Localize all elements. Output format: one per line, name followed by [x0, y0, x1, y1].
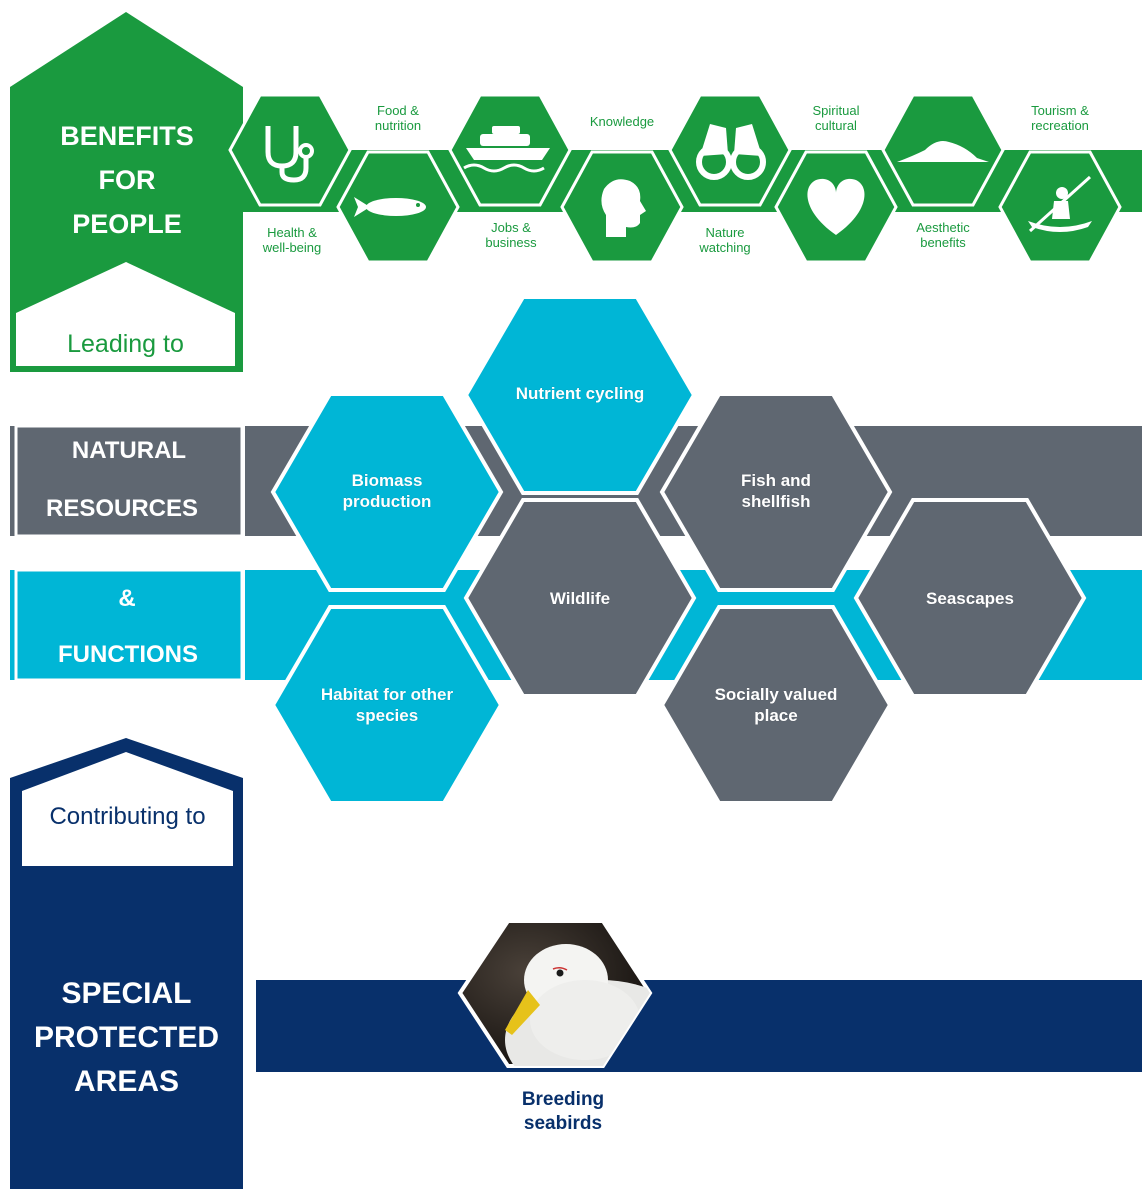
binoculars-icon — [696, 124, 766, 180]
kayaker-icon — [1028, 175, 1092, 233]
natural-label: NATURAL — [71, 437, 187, 464]
spa-title-line-3: AREAS — [73, 1065, 179, 1098]
benefit-hex-5 — [774, 150, 898, 264]
benefits-title-line-1: BENEFITS — [60, 121, 194, 151]
resource-hex-habitat — [270, 605, 504, 805]
benefit-hex-2 — [448, 93, 572, 207]
fish-icon — [354, 197, 426, 217]
benefit-label-4: Nature watching — [699, 225, 751, 255]
resource-hex-wildlife — [463, 498, 697, 698]
leading-to-label: Leading to — [67, 330, 184, 358]
resource-hex-label-biomass: Biomass production — [342, 471, 432, 511]
benefits-title: BENEFITS FOR PEOPLE — [20, 114, 234, 246]
island-icon — [897, 141, 989, 162]
resource-hex-label-seascapes: Seascapes — [926, 589, 1014, 608]
breeding-seabirds-label: Breeding seabirds — [521, 1089, 605, 1134]
contributing-to-box — [22, 752, 233, 866]
benefit-label-1: Food & nutrition — [374, 103, 422, 133]
boat-icon — [463, 126, 550, 173]
benefit-label-0: Health & well-being — [262, 225, 322, 255]
benefit-label-6: Aesthetic benefits — [916, 220, 970, 250]
contributing-to-label: Contributing to — [49, 803, 206, 830]
benefit-hex-0 — [228, 93, 352, 207]
functions-title: & FUNCTIONS — [16, 584, 252, 670]
resource-hexes — [270, 295, 1087, 805]
benefit-hex-4 — [668, 93, 792, 207]
resource-hex-social — [659, 605, 893, 805]
resource-hex-label-fish: Fish and shellfish — [741, 471, 811, 511]
benefit-hex-6 — [881, 93, 1005, 207]
benefit-label-5: Spiritual cultural — [812, 103, 860, 133]
resource-hex-seascapes — [853, 498, 1087, 698]
benefits-title-line-2: FOR — [98, 165, 156, 195]
resource-hex-label-wildlife: Wildlife — [549, 589, 611, 608]
resource-hex-fish — [659, 392, 893, 592]
functions-label: FUNCTIONS — [58, 641, 198, 668]
benefit-label-7: Tourism & recreation — [1031, 103, 1089, 133]
benefit-hex-7 — [998, 150, 1122, 264]
resource-hex-nutrient — [463, 295, 697, 495]
spa-title-line-2: PROTECTED — [33, 1021, 219, 1054]
natural-resources-title: NATURAL RESOURCES — [16, 436, 242, 524]
resources-label: RESOURCES — [45, 495, 199, 522]
benefit-hex-3 — [560, 150, 684, 264]
spa-band — [256, 980, 1142, 1072]
resource-hex-label-habitat: Habitat for other species — [320, 685, 454, 725]
head-icon — [601, 179, 646, 237]
heart-icon — [807, 178, 865, 235]
benefit-hexes — [228, 93, 1122, 264]
spa-section — [10, 738, 1142, 1189]
benefit-label-3: Knowledge — [589, 114, 655, 129]
spa-title: SPECIAL PROTECTED AREAS — [10, 972, 243, 1104]
resource-hex-label-social: Socially valued place — [714, 685, 838, 725]
spa-title-line-1: SPECIAL — [61, 977, 192, 1010]
ampersand-label: & — [118, 585, 136, 612]
stethoscope-icon — [265, 126, 314, 183]
resource-hex-label-nutrient: Nutrient cycling — [515, 384, 645, 403]
benefit-label-2: Jobs & business — [485, 220, 537, 250]
leading-to-box — [16, 262, 235, 366]
benefit-hex-1 — [336, 150, 460, 264]
benefits-title-line-3: PEOPLE — [72, 209, 182, 239]
resource-hex-biomass — [270, 392, 504, 592]
benefits-arrow-banner — [10, 12, 243, 372]
